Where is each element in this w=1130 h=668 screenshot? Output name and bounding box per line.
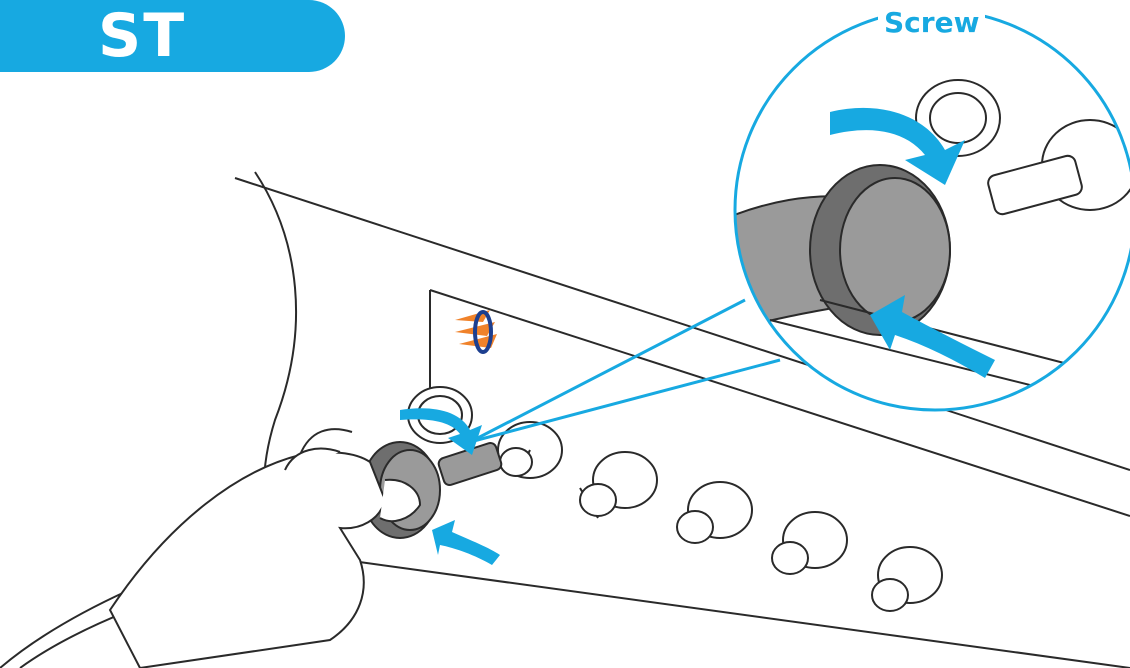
twist-arrow-icon (432, 520, 500, 565)
bnc-port-icon (498, 422, 562, 478)
bnc-port-icon (872, 547, 942, 611)
brand-logo-icon (455, 310, 497, 352)
bnc-port-icon (580, 452, 657, 518)
screw-callout-label: Screw (878, 6, 985, 40)
bnc-port-icon (772, 512, 847, 574)
bnc-port-icon (677, 482, 752, 543)
bnc-ports (408, 387, 942, 611)
callout-leader-lines (470, 300, 780, 442)
